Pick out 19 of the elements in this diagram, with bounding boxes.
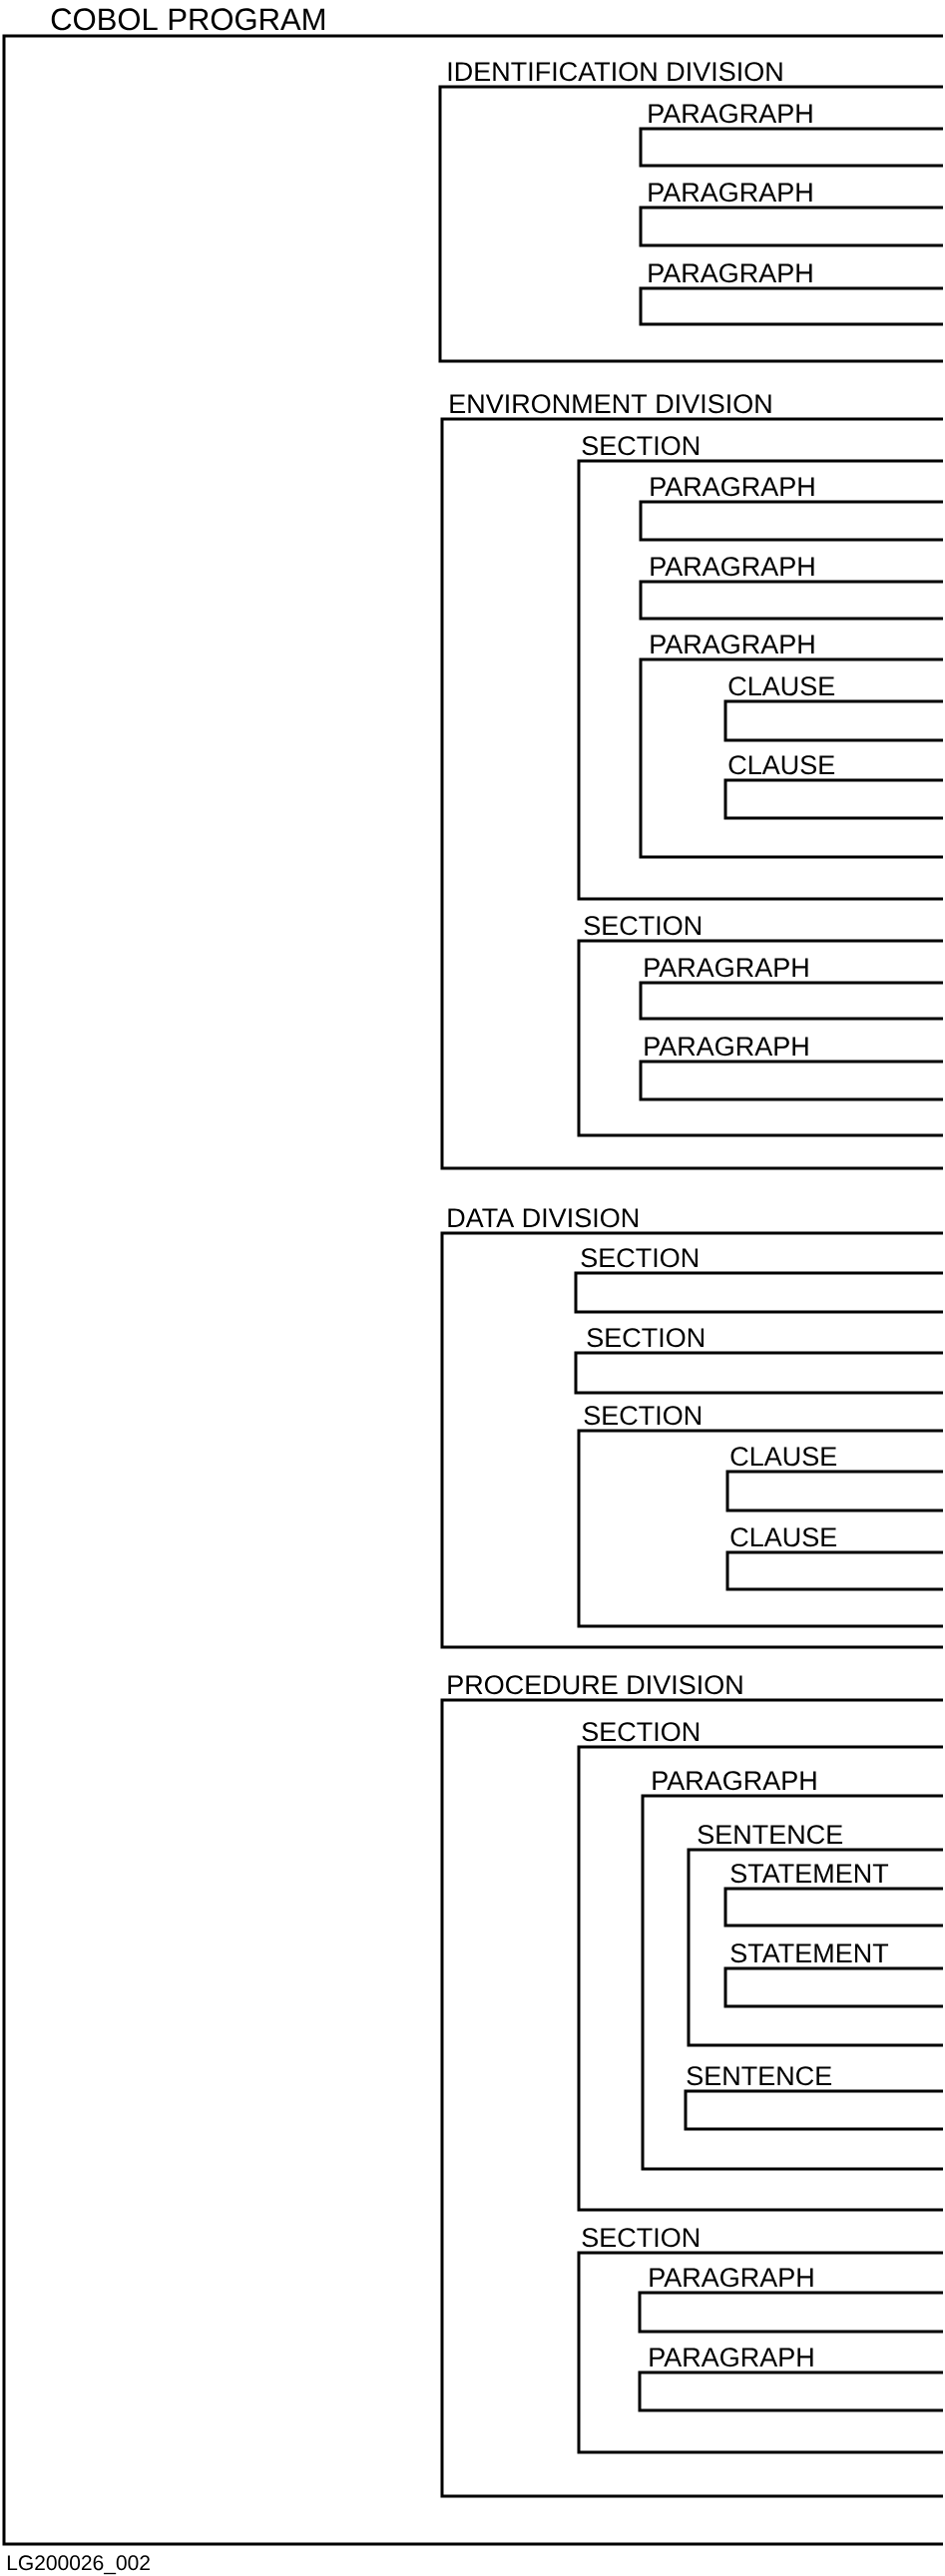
- bracket-box: CLAUSE: [723, 755, 943, 820]
- figure-code: LG200026_002: [7, 2555, 150, 2575]
- bracket-box: PARAGRAPH: [639, 104, 943, 168]
- bracket-box: STATEMENT: [723, 1943, 943, 2008]
- bracket-box: PARAGRAPH: [639, 958, 943, 1021]
- bracket-box: PARAGRAPH: [638, 2348, 943, 2412]
- bracket-box: SECTION: [574, 1328, 943, 1395]
- bracket-box: PARAGRAPH: [639, 477, 943, 542]
- bracket-box: PARAGRAPH: [639, 263, 943, 326]
- bracket-box: CLAUSE: [725, 1447, 943, 1512]
- bracket-box: PARAGRAPH: [639, 1037, 943, 1101]
- bracket-box: CLAUSE: [725, 1527, 943, 1591]
- bracket-box: CLAUSE: [723, 676, 943, 742]
- bracket-box: PARAGRAPH: [639, 557, 943, 621]
- bracket-box: STATEMENT: [723, 1864, 943, 1928]
- bracket-box: SECTION: [574, 1248, 943, 1314]
- bracket-box: PARAGRAPH: [638, 2268, 943, 2334]
- bracket-box: PARAGRAPH: [639, 183, 943, 247]
- bracket-box: SENTENCE: [684, 2066, 943, 2131]
